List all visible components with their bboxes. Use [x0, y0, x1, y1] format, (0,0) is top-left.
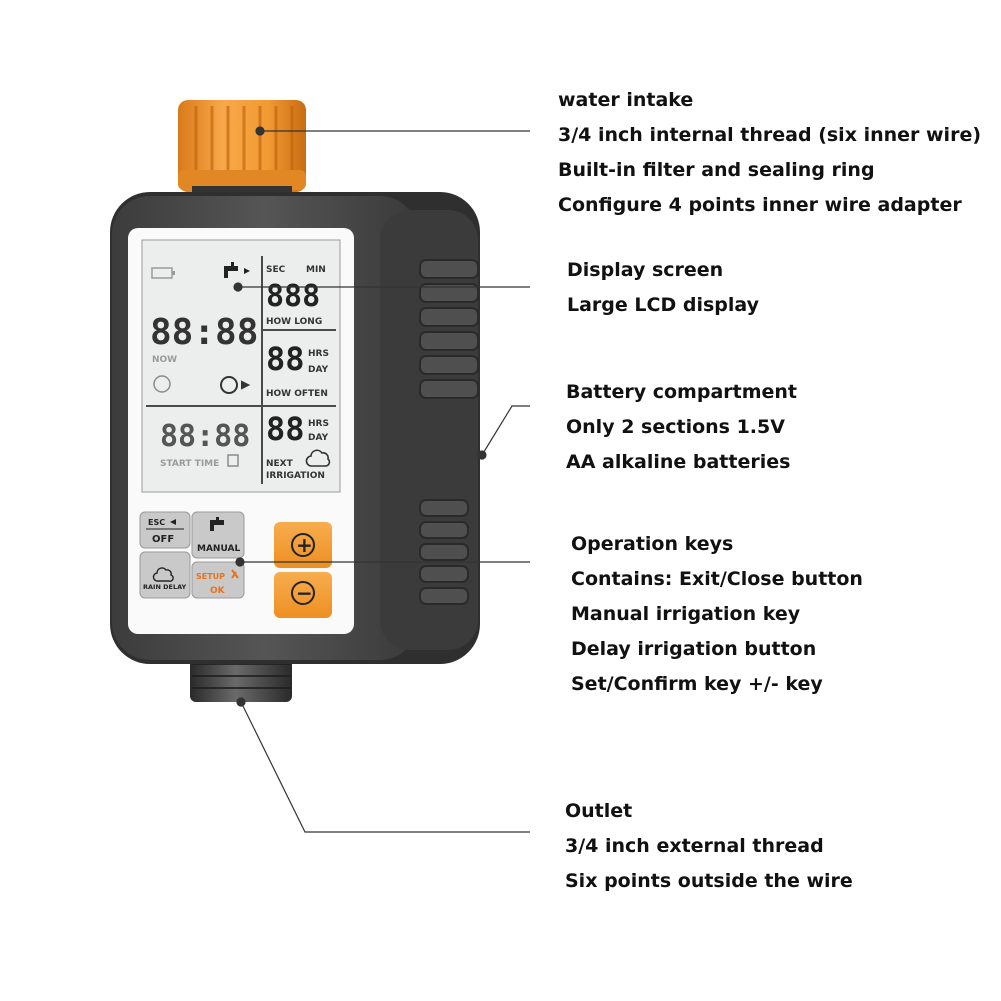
- display-line-2: Large LCD display: [567, 294, 759, 316]
- hrs-label-2: HRS: [308, 419, 329, 429]
- outlet-leader: [236, 697, 530, 833]
- day-label-1: DAY: [308, 365, 329, 375]
- display-leader: [233, 282, 530, 292]
- intake-line-4: Configure 4 points inner wire adapter: [558, 194, 962, 216]
- calendar-icon: [227, 454, 239, 467]
- outlet-line-2: 3/4 inch external thread: [565, 835, 824, 857]
- how-long-digits: 888: [266, 279, 320, 314]
- esc-off-button[interactable]: ESC OFF: [139, 511, 191, 549]
- minus-label: −: [296, 581, 313, 605]
- intake-leader: [255, 126, 530, 136]
- battery-line-3: AA alkaline batteries: [566, 451, 791, 473]
- keys-annotation: Operation keys Contains: Exit/Close butt…: [571, 527, 863, 702]
- battery-line-2: Only 2 sections 1.5V: [566, 416, 785, 438]
- start-time-digits: 88:88: [160, 419, 250, 454]
- keys-line-4: Delay irrigation button: [571, 638, 817, 660]
- rain-delay-button[interactable]: RAIN DELAY: [139, 551, 191, 599]
- rain-delay-label: RAIN DELAY: [143, 583, 187, 591]
- cycle-icon: [220, 376, 251, 394]
- how-long-label: HOW LONG: [266, 317, 322, 327]
- faucet-icon: [224, 262, 250, 278]
- irrigation-label: IRRIGATION: [266, 471, 325, 481]
- wrench-icon: [231, 569, 239, 579]
- plus-label: +: [296, 533, 313, 557]
- intake-title: water intake: [558, 89, 694, 111]
- operation-keys: ESC OFF MANUAL RAIN DELAY SETUP OK: [139, 511, 332, 618]
- min-label: MIN: [306, 265, 326, 275]
- hrs-label-1: HRS: [308, 349, 329, 359]
- manual-label: MANUAL: [197, 544, 240, 554]
- display-title: Display screen: [567, 259, 724, 281]
- manual-faucet-icon: [210, 517, 224, 531]
- battery-annotation: Battery compartment Only 2 sections 1.5V…: [566, 375, 797, 480]
- minus-button[interactable]: −: [274, 572, 332, 618]
- setup-ok-button[interactable]: SETUP OK: [191, 561, 245, 599]
- intake-annotation: water intake 3/4 inch internal thread (s…: [558, 83, 981, 223]
- ok-label: OK: [210, 586, 226, 596]
- next-label: NEXT: [266, 459, 294, 469]
- next-irrigation-digits: 88: [266, 410, 305, 448]
- keys-leader: [235, 557, 530, 567]
- keys-line-5: Set/Confirm key +/- key: [571, 673, 823, 695]
- clock-digits: 88:88: [150, 312, 258, 353]
- now-label: NOW: [152, 355, 177, 365]
- keys-line-2: Contains: Exit/Close button: [571, 568, 863, 590]
- keys-title: Operation keys: [571, 533, 734, 555]
- rain-cloud-icon: [152, 567, 174, 582]
- back-arrow-icon: [170, 519, 176, 525]
- esc-label: ESC: [148, 518, 165, 527]
- day-label-2: DAY: [308, 433, 329, 443]
- intake-line-2: 3/4 inch internal thread (six inner wire…: [558, 124, 982, 146]
- off-label: OFF: [152, 534, 174, 545]
- sec-label: SEC: [266, 265, 286, 275]
- how-often-digits: 88: [266, 340, 305, 378]
- display-annotation: Display screen Large LCD display: [567, 253, 759, 323]
- how-often-label: HOW OFTEN: [266, 389, 328, 399]
- lcd-screen: SEC MIN 888 HOW LONG 88:88 NOW 88 HRS DA…: [141, 239, 341, 493]
- manual-button[interactable]: MANUAL: [191, 511, 245, 559]
- setup-label: SETUP: [196, 572, 225, 581]
- cloud-icon: [305, 449, 331, 467]
- clock-icon: [153, 375, 171, 393]
- water-intake-nut: [178, 100, 306, 202]
- outlet-line-3: Six points outside the wire: [565, 870, 853, 892]
- battery-title: Battery compartment: [566, 381, 798, 403]
- keys-line-3: Manual irrigation key: [571, 603, 801, 625]
- intake-line-3: Built-in filter and sealing ring: [558, 159, 875, 181]
- outlet-annotation: Outlet 3/4 inch external thread Six poin…: [565, 794, 853, 899]
- plus-button[interactable]: +: [274, 522, 332, 568]
- battery-leader: [477, 405, 530, 460]
- start-time-label: START TIME: [160, 459, 219, 469]
- outlet-title: Outlet: [565, 800, 633, 822]
- side-grip-ribs: [419, 259, 479, 605]
